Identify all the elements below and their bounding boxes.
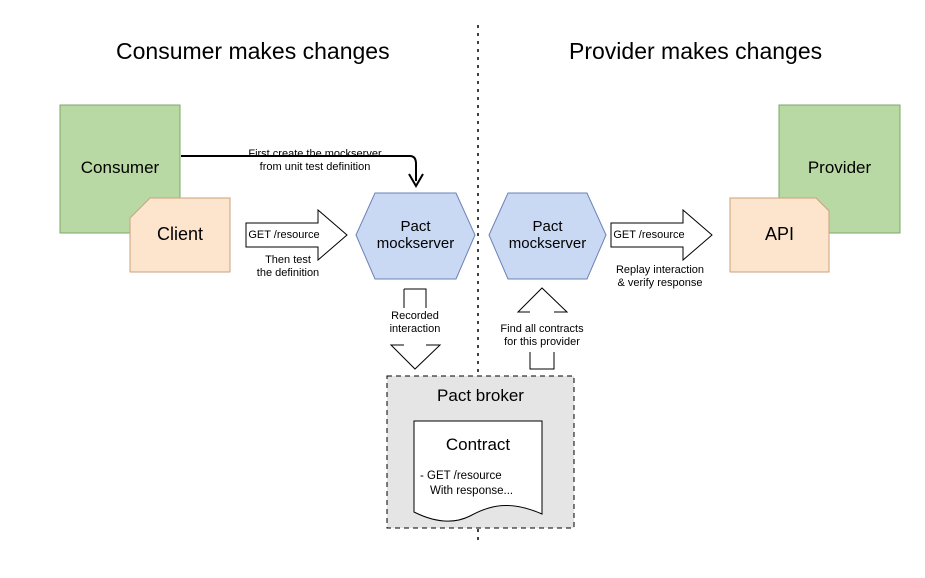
contract-title: Contract: [445, 435, 511, 454]
pact-broker-title: Pact broker: [437, 386, 524, 405]
contract-line1: - GET /resource: [420, 470, 502, 482]
recorded-interaction-arrow: [403, 288, 427, 308]
create-note-line1: First create the mockserver: [248, 148, 382, 160]
provider-mock-line2: mockserver: [508, 235, 587, 252]
client-label: Client: [156, 224, 204, 244]
provider-section-title: Provider makes changes: [569, 38, 823, 64]
recorded-interaction-label: Recorded interaction: [375, 310, 455, 336]
find-line1: Find all contracts: [500, 323, 584, 335]
consumer-mock-line2: mockserver: [376, 235, 455, 252]
contract-body: - GET /resource With response...: [420, 469, 530, 499]
api-box: [729, 197, 830, 273]
consumer-section-title: Consumer makes changes: [116, 38, 390, 64]
find-contracts-arrow: [529, 352, 555, 370]
create-mockserver-arrowhead: [408, 173, 424, 188]
consumer-mock-line1: Pact: [400, 218, 431, 235]
replay-line2: & verify response: [617, 277, 703, 289]
test-note-line2: the definition: [256, 267, 320, 279]
consumer-label: Consumer: [80, 158, 160, 177]
recorded-line1: Recorded: [391, 310, 439, 322]
replay-interaction-note: Replay interaction & verify response: [605, 264, 715, 290]
recorded-line2: interaction: [389, 323, 441, 335]
provider-mockserver-label: Pact mockserver: [489, 218, 606, 252]
create-mockserver-note: First create the mockserver from unit te…: [230, 148, 400, 174]
provider-mock-line1: Pact: [532, 218, 563, 235]
api-label: API: [764, 224, 794, 244]
provider-get-arrow: [610, 208, 713, 262]
create-mockserver-connector: [181, 155, 417, 181]
client-box: [129, 197, 231, 273]
consumer-get-label: GET /resource: [248, 229, 320, 241]
find-contracts-label: Find all contracts for this provider: [492, 323, 592, 349]
find-line2: for this provider: [504, 336, 580, 348]
find-contracts-arrowhead: [516, 287, 569, 313]
provider-mockserver-hexagon: [488, 192, 607, 280]
contract-line2: With response...: [430, 485, 514, 497]
consumer-get-arrow: [245, 208, 348, 262]
consumer-mockserver-hexagon: [355, 192, 476, 280]
replay-line1: Replay interaction: [615, 264, 705, 276]
provider-label: Provider: [807, 158, 872, 177]
test-definition-note: Then test the definition: [243, 254, 333, 280]
contract-document: [413, 420, 543, 522]
consumer-mockserver-label: Pact mockserver: [356, 218, 475, 252]
recorded-interaction-arrowhead: [389, 344, 442, 370]
provider-get-label: GET /resource: [613, 229, 685, 241]
create-note-line2: from unit test definition: [259, 161, 371, 173]
test-note-line1: Then test: [265, 254, 311, 266]
